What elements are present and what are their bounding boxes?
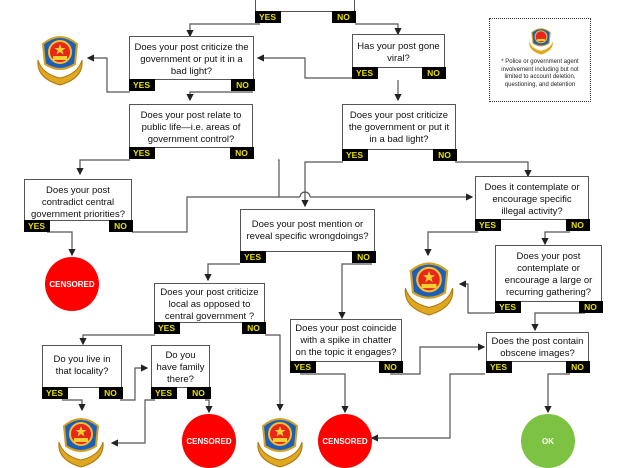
yes-tag: YES (485, 361, 512, 373)
question-criticize-government-right: Does your post criticize the government … (341, 104, 457, 161)
yes-tag: YES (239, 251, 266, 263)
question-live-locality: Do you live in that locality? YES NO (41, 345, 123, 399)
question-gathering: Does your post contemplate or encourage … (494, 245, 603, 313)
police-badge-icon (58, 418, 104, 468)
no-tag: NO (186, 387, 211, 399)
yes-tag: YES (128, 79, 155, 91)
question-wrongdoings: Does your post mention or reveal specifi… (239, 209, 376, 263)
question-family-there: Do you have family there? YES NO (150, 345, 211, 399)
question-top: YES NO (254, 0, 356, 23)
yes-tag: YES (474, 219, 501, 231)
yes-tag: YES (254, 11, 281, 23)
no-tag: NO (351, 251, 376, 263)
question-illegal-activity: Does it contemplate or encourage specifi… (474, 176, 590, 231)
legend-note: * Police or government agent involvement… (489, 18, 591, 102)
yes-tag: YES (41, 387, 68, 399)
legend-text: * Police or government agent involvement… (501, 59, 579, 88)
yes-tag: YES (153, 322, 180, 334)
yes-tag: YES (351, 67, 378, 79)
no-tag: NO (565, 219, 590, 231)
flow-connectors (47, 23, 585, 447)
police-badge-icon (529, 28, 553, 55)
police-badge-icon (404, 262, 454, 316)
no-tag: NO (230, 79, 255, 91)
outcome-ok: OK (521, 414, 575, 468)
no-tag: NO (241, 322, 266, 334)
no-tag: NO (378, 361, 403, 373)
no-tag: NO (432, 149, 457, 161)
outcome-censored: CENSORED (182, 414, 236, 468)
no-tag: NO (229, 147, 254, 159)
no-tag: NO (108, 220, 133, 232)
outcome-censored: CENSORED (45, 257, 99, 311)
yes-tag: YES (289, 361, 316, 373)
yes-tag: YES (128, 147, 155, 159)
no-tag: NO (331, 11, 356, 23)
outcome-censored: CENSORED (318, 414, 372, 468)
yes-tag: YES (494, 301, 521, 313)
yes-tag: YES (150, 387, 177, 399)
question-chatter-spike: Does your post coincide with a spike in … (289, 319, 403, 373)
no-tag: NO (98, 387, 123, 399)
police-badge-icon (37, 36, 83, 86)
question-local-government: Does your post criticize local as oppose… (153, 283, 266, 334)
no-tag: NO (421, 67, 446, 79)
no-tag: NO (578, 301, 603, 313)
yes-tag: YES (341, 149, 368, 161)
yes-tag: YES (23, 220, 50, 232)
no-tag: NO (565, 361, 590, 373)
question-obscene-images: Does the post contain obscene images? YE… (485, 332, 590, 373)
question-viral: Has your post gone viral? YES NO (351, 34, 446, 79)
question-criticize-government-left: Does your post criticize the government … (128, 36, 255, 91)
question-public-life: Does your post relate to public life—i.e… (128, 104, 254, 159)
police-badge-icon (257, 418, 303, 468)
question-contradict-priorities: Does your post contradict central govern… (23, 179, 133, 232)
